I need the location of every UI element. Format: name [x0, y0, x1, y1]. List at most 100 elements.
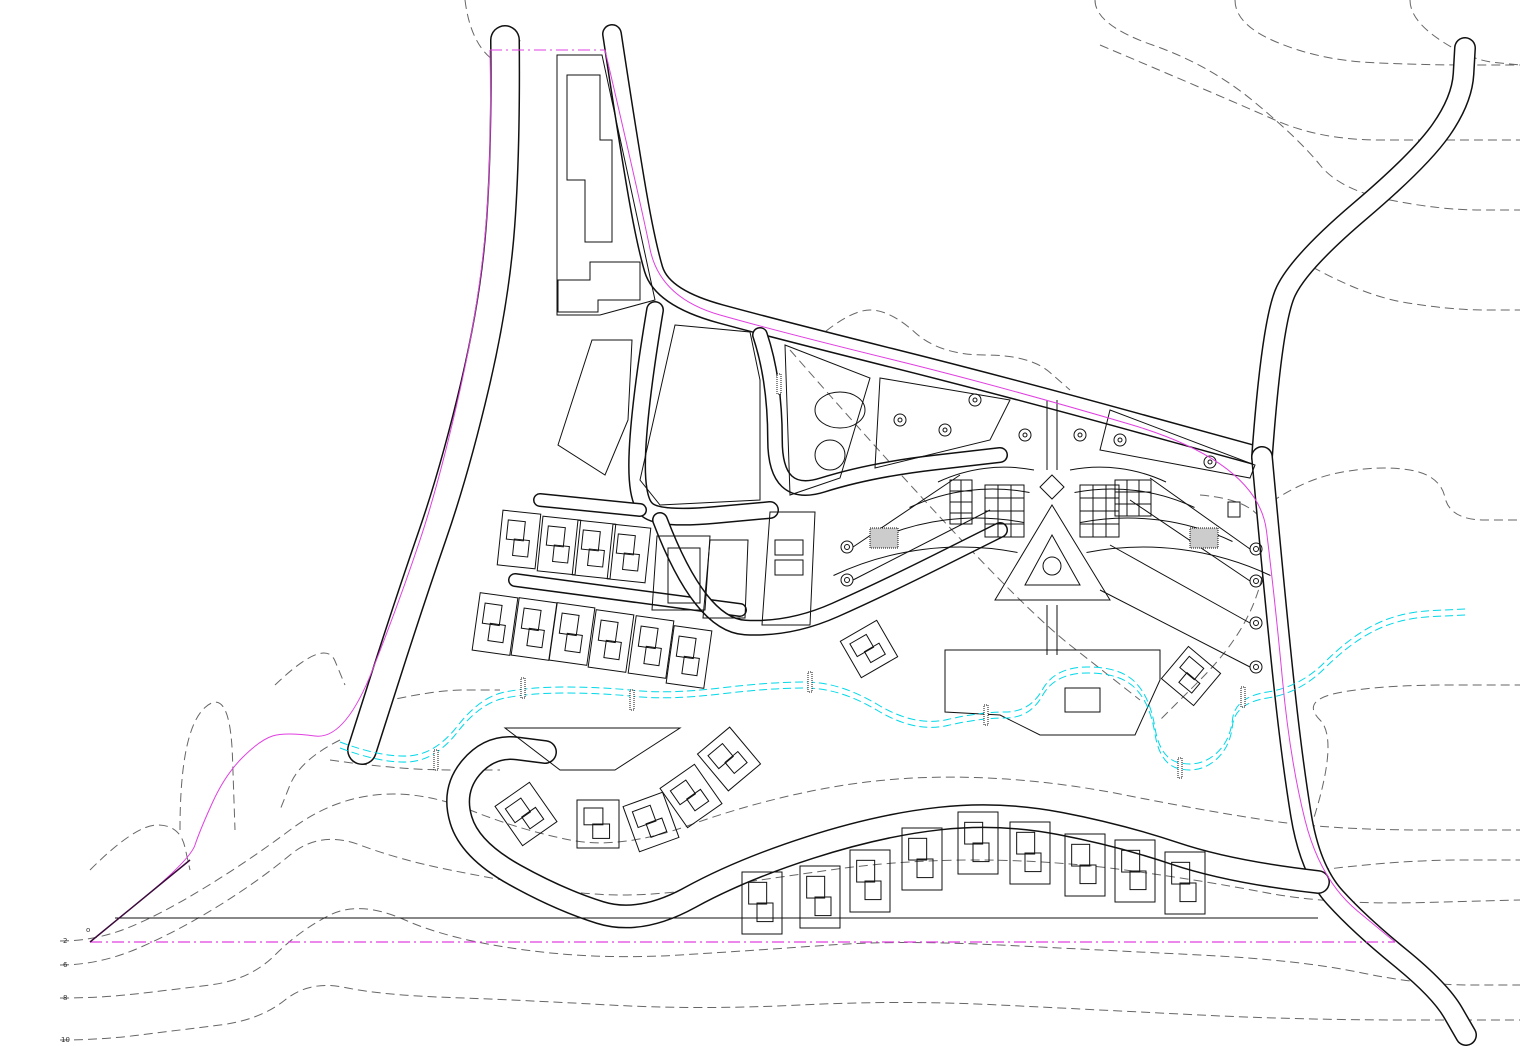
contour-line	[1409, 0, 1521, 66]
parcels	[503, 54, 1256, 771]
contour-line	[814, 309, 1071, 391]
south-loop-road-fill	[447, 737, 1329, 927]
house-outline	[592, 823, 611, 839]
house-outline	[580, 529, 601, 552]
grid-cell	[960, 479, 973, 492]
ornament-circle	[893, 413, 907, 427]
grid-cell	[1138, 479, 1152, 493]
grid-cell	[1105, 523, 1120, 538]
house-outline	[1160, 645, 1222, 707]
house-outline	[1179, 655, 1205, 681]
house-lot-row1	[606, 523, 652, 584]
house-lot-row2	[587, 609, 635, 673]
cul-de-sac-center	[844, 544, 850, 550]
house-lot-fan-east	[1160, 645, 1222, 707]
house-outline	[741, 871, 783, 935]
culvert-marker	[433, 749, 439, 771]
pool	[667, 547, 701, 604]
fan-center-circle	[1042, 556, 1062, 576]
ornament-center	[1117, 437, 1123, 443]
house-outline	[520, 607, 542, 632]
grid-cell	[1092, 484, 1107, 499]
contour-label-2: 2	[63, 937, 68, 945]
culvert-marker	[1177, 757, 1183, 779]
property-line-west	[89, 49, 491, 943]
house-outline	[863, 642, 886, 664]
house-outline	[1016, 831, 1036, 855]
house-outline	[864, 880, 882, 901]
house-outline	[536, 515, 582, 576]
cul-de-sac	[1249, 660, 1263, 674]
ornament-center	[972, 397, 978, 403]
parcel-lot-a	[557, 339, 633, 476]
contour-line	[279, 739, 341, 811]
house-outline	[675, 635, 697, 660]
grid-cell	[960, 512, 973, 525]
house-lot-row1	[571, 519, 617, 580]
contour-line	[1094, 0, 1520, 211]
cul-de-sac	[1249, 574, 1263, 588]
culvert-marker	[1240, 686, 1246, 708]
house-outline	[686, 788, 710, 812]
sports-block	[761, 511, 816, 626]
fan-arc-west	[833, 546, 1018, 576]
house-outline	[637, 625, 659, 650]
contour-line	[1299, 259, 1520, 311]
contour-line	[89, 824, 191, 871]
contour-line	[1309, 684, 1520, 831]
ornament-circle	[938, 423, 952, 437]
house-lot-loop	[659, 763, 723, 829]
house-lot-loop	[696, 726, 762, 792]
grid-cell	[1092, 510, 1107, 525]
house-lot-south	[1114, 839, 1156, 903]
fan-axis	[1046, 400, 1058, 655]
grid-cell	[1079, 523, 1094, 538]
house-outline	[622, 791, 680, 853]
small-box	[1227, 501, 1241, 518]
property-corner-line	[89, 859, 191, 943]
contour-line	[329, 759, 500, 771]
house-outline	[571, 519, 617, 580]
house-outline	[964, 821, 984, 845]
grid-cell	[960, 490, 973, 503]
house-outline	[597, 619, 619, 644]
fan-arc-west	[937, 466, 1035, 483]
house-outline	[512, 538, 530, 558]
ornament-center	[942, 427, 948, 433]
house-outline	[1178, 671, 1201, 694]
grid-cell	[997, 497, 1012, 512]
garden-oval	[814, 391, 866, 429]
parcel-road-west-fill	[629, 302, 778, 525]
grid-cell	[1079, 497, 1094, 512]
cul-de-sac-center	[844, 577, 850, 583]
house-outline	[548, 602, 596, 666]
house-outline	[603, 639, 622, 661]
cul-de-sac	[1249, 616, 1263, 630]
parcel-north	[556, 54, 656, 316]
contour-label-10: 10	[61, 1036, 70, 1044]
garden-round	[814, 439, 846, 471]
house-outline	[496, 509, 542, 570]
house-lot-south	[741, 871, 783, 935]
grid-cell	[1092, 523, 1107, 538]
grid-cell	[1138, 503, 1152, 517]
house-outline	[606, 523, 652, 584]
ornament-center	[1022, 432, 1028, 438]
grid-cell	[997, 484, 1012, 499]
house-outline	[583, 807, 604, 826]
house-lot-south	[1009, 821, 1051, 885]
origin-marker: o	[86, 926, 91, 934]
fan-road-fill	[653, 513, 1007, 635]
house-outline	[1064, 833, 1106, 897]
house-outline	[494, 781, 558, 847]
ornament-center	[897, 417, 903, 423]
house-outline	[849, 849, 891, 913]
house-outline	[505, 519, 526, 542]
ornament-center	[1077, 432, 1083, 438]
house-outline	[806, 875, 826, 899]
house-outline	[839, 619, 899, 679]
house-outline	[587, 609, 635, 673]
triangle-garden	[503, 727, 682, 771]
fan-arc-east	[1074, 488, 1195, 508]
cul-de-sac-center	[1253, 620, 1259, 626]
